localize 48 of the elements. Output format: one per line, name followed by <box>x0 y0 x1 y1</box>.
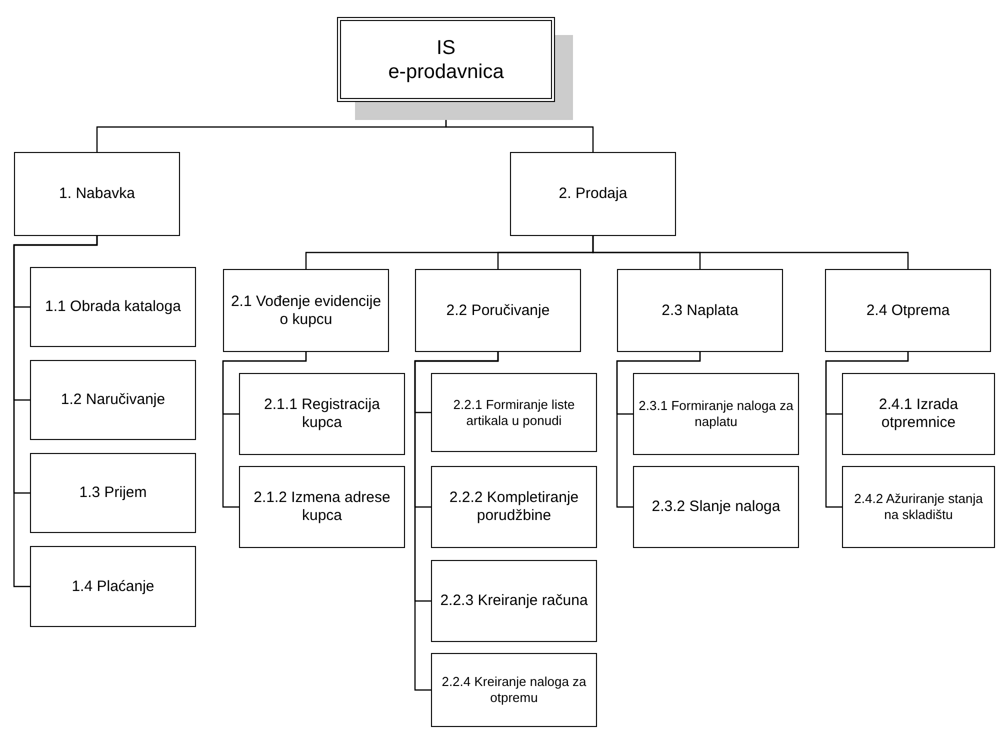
connector-line <box>825 352 909 508</box>
box-label: 2.1 Vođenje evidencije o kupcu <box>230 292 382 328</box>
box-label: 2.2.2 Kompletiranje porudžbine <box>448 489 580 525</box>
box-label: 1. Nabavka <box>59 185 135 203</box>
process-box <box>431 466 597 548</box>
process-box <box>30 267 196 347</box>
process-box <box>825 269 991 352</box>
box-label: 1.3 Prijem <box>79 484 147 502</box>
box-label: 2.1.2 Izmena adrese kupca <box>252 489 392 525</box>
box-label: 2.4.2 Ažuriranje stanja na skladištu <box>853 491 984 523</box>
box-label: 1.4 Plaćanje <box>72 578 154 596</box>
box-label: 1.1 Obrada kataloga <box>45 298 181 316</box>
box-label: 2.2.1 Formiranje liste artikala u ponudi <box>452 396 576 428</box>
process-box <box>633 466 799 548</box>
box-label: 2.2 Poručivanje <box>446 302 550 320</box>
box-label: 2.2.3 Kreiranje računa <box>440 592 588 610</box>
process-box <box>431 653 597 727</box>
box-label: 2.3.1 Formiranje naloga za naplatu <box>638 398 794 430</box>
process-box <box>617 269 783 352</box>
box-label: 2.2.4 Kreiranje naloga za otpremu <box>440 674 588 706</box>
process-box <box>30 546 196 627</box>
box-label: 2. Prodaja <box>558 185 628 203</box>
process-box <box>842 466 995 548</box>
process-box <box>633 373 799 455</box>
process-box <box>30 453 196 533</box>
connector-line <box>414 352 499 691</box>
box-label: 2.4.1 Izrada otpremnice <box>878 396 960 432</box>
box-label: 2.3.2 Slanje naloga <box>652 498 780 516</box>
process-box <box>415 269 581 352</box>
process-box <box>223 269 389 352</box>
connector-line <box>222 352 307 508</box>
process-box <box>510 152 676 236</box>
connector-line <box>616 352 701 508</box>
process-box <box>239 466 405 548</box>
box-label: 1.2 Naručivanje <box>60 391 166 409</box>
process-box <box>431 560 597 642</box>
process-box <box>842 373 995 455</box>
box-label: e-prodavnica <box>388 60 504 84</box>
process-box <box>30 360 196 440</box>
box-label: 2.1.1 Registracija kupca <box>263 396 381 432</box>
box-label: 2.4 Otprema <box>866 302 950 320</box>
connector-line <box>13 236 98 588</box>
box-label: IS <box>436 36 456 60</box>
box-label: 2.3 Naplata <box>662 302 738 320</box>
process-box <box>239 373 405 455</box>
connector-line <box>592 236 909 269</box>
process-box <box>14 152 180 236</box>
process-box <box>431 373 597 452</box>
